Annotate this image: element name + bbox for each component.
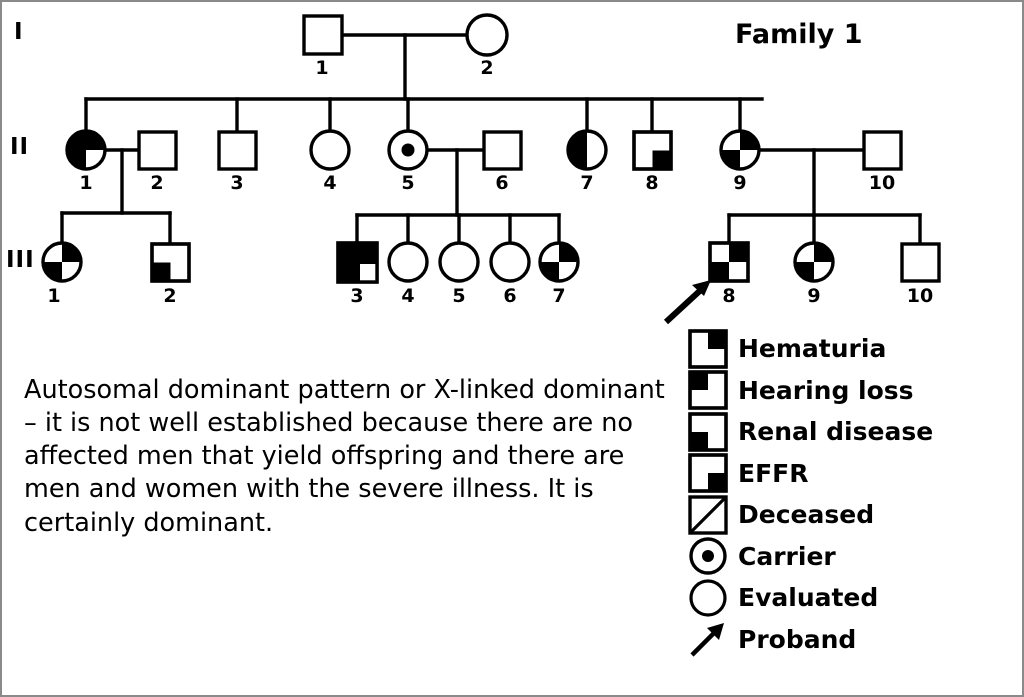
generation-label-III: III [6,247,35,273]
legend-label-deceased: Deceased [738,500,875,530]
hearing-loss-icon [688,370,732,411]
label-III-10: 10 [906,285,934,307]
individual-III-5[interactable] [438,241,480,283]
individual-II-3[interactable] [217,130,258,171]
label-III-7: 7 [552,285,566,307]
individual-II-2[interactable] [137,130,178,171]
legend-item-renal-disease: Renal disease [688,411,1018,453]
individual-III-6[interactable] [489,241,531,283]
legend-item-proband: Proband [688,619,1018,661]
individual-II-8[interactable] [632,130,673,171]
carrier-dot [401,143,415,157]
label-II-7: 7 [580,172,594,194]
legend-item-effr: EFFR [688,453,1018,495]
legend-label-renal-disease: Renal disease [738,417,934,447]
effr-icon [688,453,732,494]
individual-II-7[interactable] [566,129,608,171]
pedigree-connector-lines [60,33,922,244]
label-II-8: 8 [645,172,659,194]
individual-III-1[interactable] [41,241,83,283]
label-III-5: 5 [452,285,466,307]
legend-label-effr: EFFR [738,458,809,488]
label-II-10: 10 [868,172,896,194]
label-II-3: 3 [230,172,244,194]
individual-III-10[interactable] [900,242,941,283]
individual-III-4[interactable] [387,241,429,283]
label-II-5: 5 [401,172,415,194]
label-III-2: 2 [163,285,177,307]
individual-I-1[interactable] [302,14,344,56]
label-II-4: 4 [323,172,337,194]
label-II-6: 6 [495,172,509,194]
individual-II-6[interactable] [482,130,523,171]
individual-II-5[interactable] [387,129,429,171]
legend: Hematuria Hearing loss Renal disease [688,328,1018,660]
carrier-icon [688,536,732,577]
label-III-3: 3 [350,285,364,307]
legend-label-hearing-loss: Hearing loss [738,375,914,405]
individual-III-9[interactable] [793,241,835,283]
label-I-1: 1 [315,57,329,79]
label-I-2: 2 [480,57,494,79]
individual-III-3[interactable] [336,241,379,284]
proband-arrow-icon [663,280,711,325]
individual-II-1[interactable] [65,129,107,171]
legend-label-hematuria: Hematuria [738,334,887,364]
legend-label-carrier: Carrier [738,541,836,571]
legend-item-hematuria: Hematuria [688,328,1018,370]
generation-label-II: II [10,134,30,160]
individual-III-8[interactable] [708,241,750,283]
deceased-icon [688,494,732,535]
evaluated-icon [688,577,732,618]
label-III-6: 6 [503,285,517,307]
generation-label-I: I [14,19,24,45]
hematuria-icon [688,328,732,369]
legend-label-evaluated: Evaluated [738,583,879,613]
legend-item-carrier: Carrier [688,536,1018,578]
individual-III-7[interactable] [538,241,580,283]
individual-III-2[interactable] [150,242,191,283]
legend-item-evaluated: Evaluated [688,577,1018,619]
individual-II-9[interactable] [719,129,761,171]
individual-I-2[interactable] [465,13,509,57]
label-III-8: 8 [722,285,736,307]
individual-II-10[interactable] [862,130,903,171]
analysis-note: Autosomal dominant pattern or X-linked d… [24,375,665,538]
individual-II-4[interactable] [309,129,351,171]
label-II-9: 9 [733,172,747,194]
label-II-2: 2 [150,172,164,194]
label-II-1: 1 [79,172,93,194]
label-III-4: 4 [401,285,415,307]
label-III-1: 1 [47,285,61,307]
page-title: Family 1 [735,19,863,50]
proband-icon [688,619,732,660]
label-III-9: 9 [807,285,821,307]
legend-item-hearing-loss: Hearing loss [688,370,1018,412]
renal-disease-icon [688,411,732,452]
legend-item-deceased: Deceased [688,494,1018,536]
legend-label-proband: Proband [738,624,857,654]
